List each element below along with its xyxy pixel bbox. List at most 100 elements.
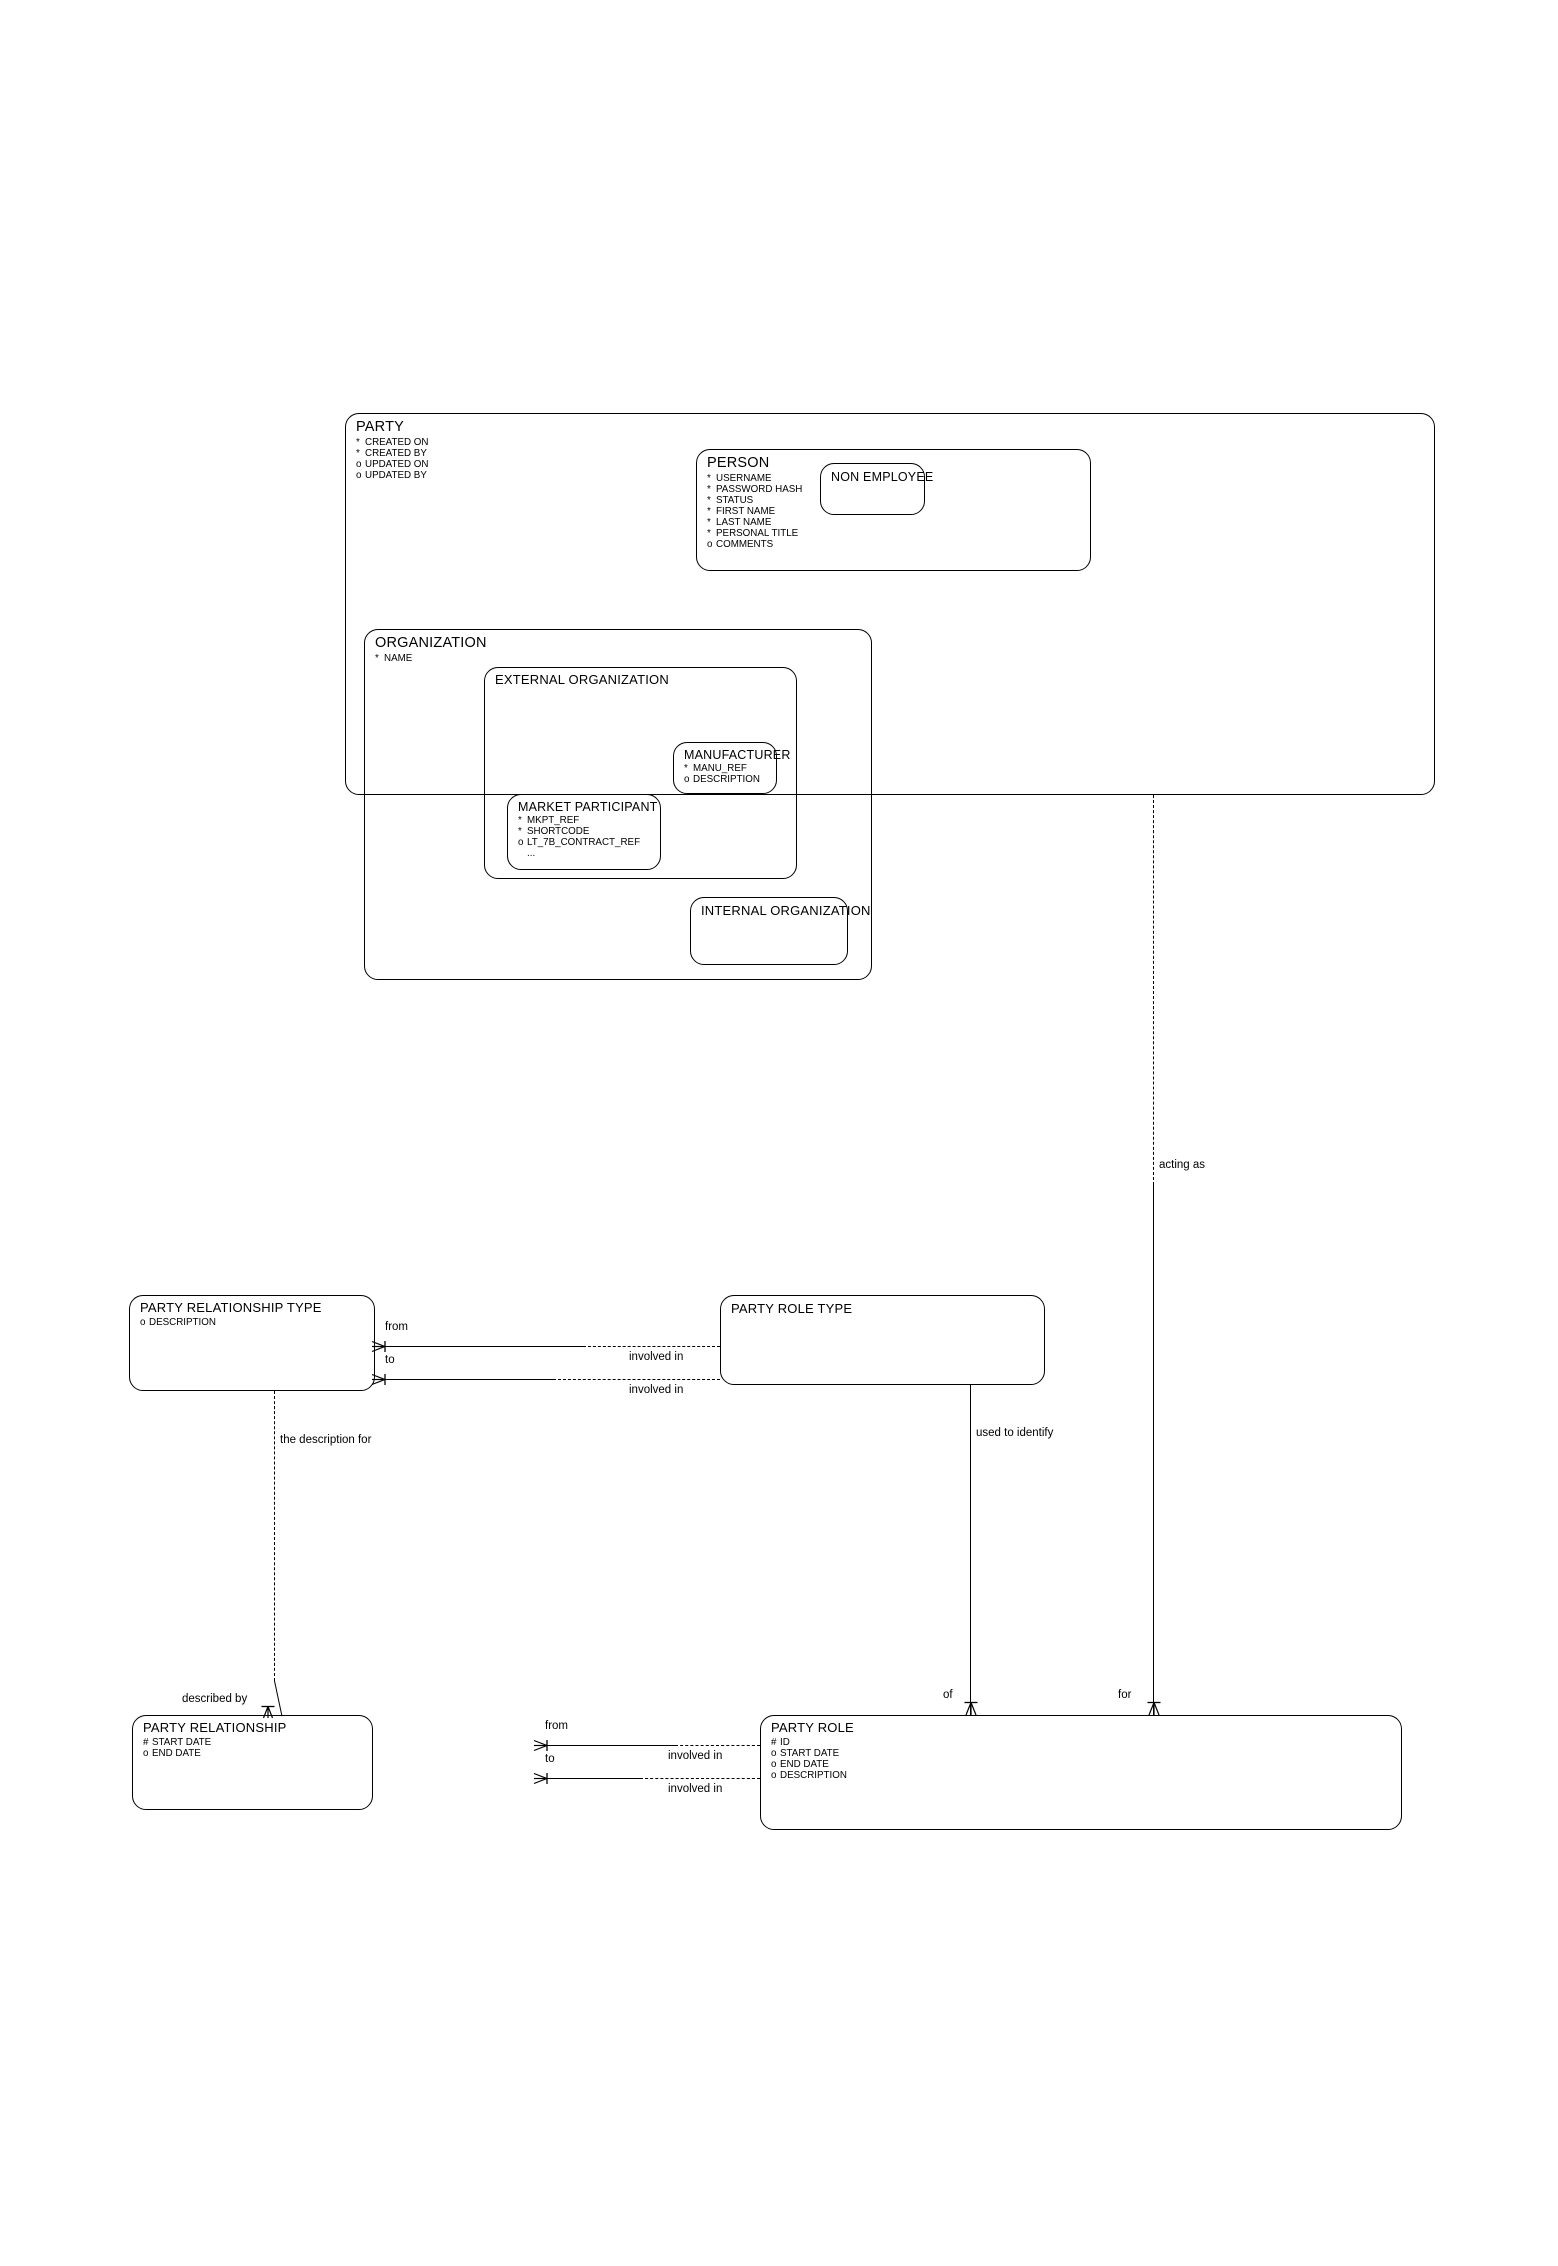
attribute-row: *STATUS [707, 494, 802, 507]
relationship-label-pr-from: from [545, 1720, 568, 1732]
entity-internal-organization[interactable]: INTERNAL ORGANIZATION [690, 897, 870, 965]
crows-foot-prt-from-icon [370, 1338, 386, 1354]
relationship-label-the-description-for: the description for [280, 1434, 372, 1446]
entity-external-organization[interactable]: EXTERNAL ORGANIZATION MANUFACTURER *MANU… [484, 667, 797, 879]
attribute-marker: # [771, 1737, 777, 1748]
attribute-marker: o [771, 1758, 777, 1770]
attribute-label: FIRST NAME [716, 505, 776, 517]
attribute-marker: * [518, 815, 522, 826]
entity-internal-organization-title: INTERNAL ORGANIZATION [701, 903, 871, 918]
attribute-label: PERSONAL TITLE [716, 527, 799, 539]
entity-party-role-type[interactable]: PARTY ROLE TYPE [720, 1295, 1045, 1385]
connector-prt-to-dashed [553, 1379, 720, 1380]
attribute-marker: * [356, 437, 360, 448]
attribute-label: DESCRIPTION [149, 1317, 216, 1328]
attribute-marker: * [518, 825, 522, 837]
attribute-marker: o [707, 538, 713, 550]
connector-party-role-type-to-party-role [970, 1385, 972, 1715]
attribute-row: * FIRST NAME [707, 505, 802, 518]
crows-foot-of-icon [964, 1700, 978, 1716]
attribute-label: DESCRIPTION [780, 1769, 847, 1781]
relationship-label-prt-to: to [385, 1354, 395, 1366]
connector-prt-to-pr-diagonal [274, 1680, 283, 1717]
crows-foot-pr-to-icon [532, 1770, 548, 1786]
attribute-marker: * [707, 505, 711, 517]
relationship-label-pr-involved-in-2: involved in [668, 1783, 723, 1795]
relationship-label-pr-involved-in-1: involved in [668, 1750, 723, 1762]
crows-foot-described-by-icon [261, 1703, 275, 1719]
crows-foot-for-icon [1147, 1700, 1161, 1716]
attribute-label: CREATED ON [365, 437, 429, 448]
attribute-row: *MANU_REF [684, 763, 760, 775]
entity-party-role-type-title: PARTY ROLE TYPE [731, 1301, 853, 1316]
relationship-label-acting-as: acting as [1159, 1159, 1206, 1171]
attribute-label: ID [780, 1737, 790, 1748]
attribute-label: START DATE [152, 1737, 212, 1748]
attribute-marker: * [707, 516, 711, 528]
relationship-label-prt-involved-in-2: involved in [629, 1384, 684, 1396]
attribute-label: SHORTCODE [527, 825, 590, 837]
connector-party-acting-as [1153, 795, 1154, 1185]
attribute-marker: * [684, 763, 688, 774]
attribute-marker: * [707, 527, 711, 539]
entity-person[interactable]: PERSON *USERNAME *PASSWORD HASH *STATUS … [696, 449, 1091, 571]
attribute-marker: * [707, 494, 711, 506]
attribute-label: USERNAME [716, 473, 772, 484]
entity-party-title: PARTY [356, 419, 405, 435]
attribute-row: * PERSONAL TITLE [707, 527, 802, 540]
attribute-marker: * [375, 653, 379, 664]
connector-prt-to-pr-dashed [274, 1391, 275, 1681]
attribute-label: END DATE [780, 1758, 829, 1770]
crows-foot-pr-from-icon [532, 1737, 548, 1753]
attribute-marker: o [684, 773, 690, 785]
attribute-row: ... [518, 848, 640, 860]
entity-non-employee[interactable]: NON EMPLOYEE [820, 463, 933, 515]
entity-external-organization-title: EXTERNAL ORGANIZATION [495, 672, 669, 687]
attribute-marker: o [518, 836, 524, 848]
attribute-label: PASSWORD HASH [716, 483, 803, 495]
attribute-label: UPDATED ON [365, 458, 429, 470]
relationship-label-described-by: described by [182, 1693, 248, 1705]
connector-prt-from-solid [383, 1346, 583, 1348]
entity-market-participant[interactable]: MARKET PARTICIPANT *MKPT_REF *SHORTCODE … [507, 794, 661, 870]
attribute-label: DESCRIPTION [693, 773, 760, 785]
relationship-label-prt-involved-in-1: involved in [629, 1351, 684, 1363]
connector-pr-from-dashed [675, 1745, 760, 1746]
attribute-row: *PASSWORD HASH [707, 483, 803, 496]
entity-organization[interactable]: ORGANIZATION *NAME EXTERNAL ORGANIZATION… [364, 629, 872, 980]
attribute-label: COMMENTS [716, 538, 774, 550]
connector-prt-to-solid [383, 1379, 553, 1381]
entity-market-participant-title: MARKET PARTICIPANT [518, 800, 658, 814]
entity-person-title: PERSON [707, 455, 770, 471]
entity-party-relationship-title: PARTY RELATIONSHIP [143, 1720, 287, 1735]
attribute-label: LAST NAME [716, 516, 772, 528]
connector-prt-from-dashed [583, 1346, 720, 1347]
attribute-label: LT_7B_CONTRACT_REF [527, 836, 641, 848]
crows-foot-prt-to-icon [370, 1371, 386, 1387]
entity-organization-title: ORGANIZATION [375, 635, 487, 651]
attribute-marker: o [143, 1747, 149, 1759]
relationship-label-of: of [943, 1689, 953, 1701]
entity-manufacturer-title: MANUFACTURER [684, 748, 791, 762]
attribute-row: *USERNAME [707, 473, 802, 485]
connector-pr-to-solid [545, 1778, 640, 1780]
